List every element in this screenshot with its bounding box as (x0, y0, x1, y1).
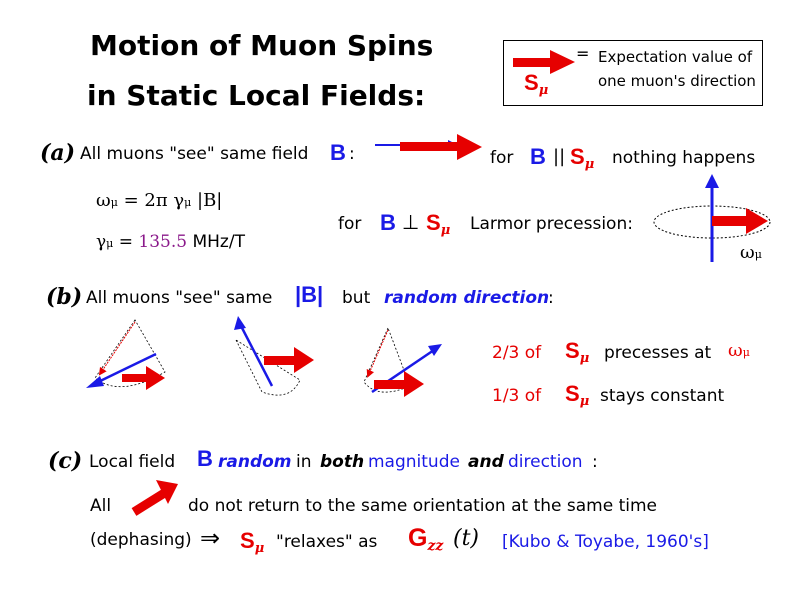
perp-symbol: ⊥ (402, 210, 420, 234)
section-a-field: B (330, 140, 346, 165)
page-title-line1: Motion of Muon Spins (90, 29, 434, 62)
legend-symbol: Sμ (524, 70, 549, 98)
section-a-text: All muons "see" same field (80, 144, 309, 164)
section-c-magnitude: magnitude (368, 452, 460, 472)
section-c-S: Sμ (240, 528, 265, 556)
perp-S: Sμ (426, 210, 451, 238)
legend-box (503, 40, 763, 106)
section-c-all: All (90, 496, 112, 516)
one-third-tail: stays constant (600, 386, 725, 406)
legend-line2: one muon's direction (598, 72, 756, 90)
random-direction-figure-3 (363, 326, 442, 397)
one-third-S: Sμ (565, 381, 590, 409)
section-c-text: Local field (89, 452, 176, 472)
perp-B: B (380, 210, 396, 235)
section-b-colon: : (548, 288, 554, 308)
section-b-text: All muons "see" same (86, 288, 273, 308)
section-c-random: random (218, 452, 292, 472)
section-a-label: (a) (40, 140, 76, 166)
legend-line1: Expectation value of (598, 48, 753, 66)
section-c-relaxes: "relaxes" as (276, 532, 378, 552)
two-thirds-S: Sμ (565, 338, 590, 366)
parallel-B: B (530, 144, 546, 169)
section-c-dephasing: (dephasing) (90, 530, 192, 550)
section-b-label: (b) (46, 284, 83, 310)
random-direction-figure-1 (86, 319, 166, 390)
parallel-tail: nothing happens (612, 148, 756, 168)
gamma-equation: γμ = 135.5 MHz/T (96, 232, 245, 252)
section-c-field: B (197, 446, 213, 471)
larmor-precession-figure (653, 174, 771, 262)
section-a-colon: : (349, 144, 355, 164)
parallel-S: Sμ (570, 144, 595, 172)
section-c-not-return: do not return to the same orientation at… (188, 496, 657, 516)
two-thirds-omega: ωμ (728, 340, 750, 361)
random-direction-figure-2 (234, 316, 314, 396)
section-b-random: random direction (384, 288, 550, 308)
two-thirds-frac: 2/3 of (492, 343, 542, 363)
two-thirds-tail: precesses at (604, 343, 712, 363)
section-c-ref: [Kubo & Toyabe, 1960's] (502, 532, 709, 552)
one-third-frac: 1/3 of (492, 386, 542, 406)
section-c-colon: : (592, 452, 598, 472)
section-b-field: |B| (295, 282, 324, 307)
section-c-in: in (296, 452, 312, 472)
section-c-label: (c) (48, 448, 83, 474)
section-c-both: both (320, 452, 365, 472)
legend-equals: = (576, 44, 590, 63)
page-title-line2: in Static Local Fields: (87, 79, 426, 112)
legend-spin-arrow (513, 50, 575, 74)
perp-tail: Larmor precession: (470, 214, 633, 234)
parallel-symbol: || (553, 146, 566, 167)
omega-equation: ωμ = 2π γμ |B| (96, 190, 223, 211)
larmor-omega: ωμ (740, 242, 762, 263)
section-c-and: and (468, 452, 504, 472)
section-c-t: (t) (453, 526, 480, 551)
section-b-but: but (342, 288, 371, 308)
parallel-for: for (490, 148, 514, 168)
perp-for: for (338, 214, 362, 234)
parallel-spin-arrow (400, 134, 482, 160)
section-c-direction: direction (508, 452, 583, 472)
section-c-G: Gzz (408, 524, 444, 554)
all-spins-arrow (131, 480, 178, 516)
implies-symbol: ⇒ (200, 524, 221, 552)
